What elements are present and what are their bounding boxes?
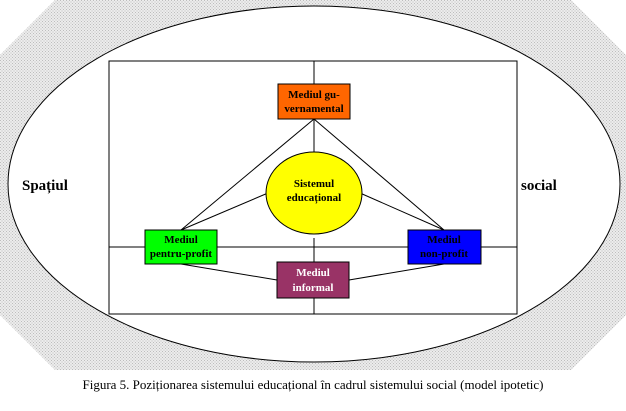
node-guvernamental-line2: vernamental <box>284 103 343 115</box>
figure-caption: Figura 5. Poziționarea sistemului educaț… <box>82 377 544 392</box>
node-informal-line1: Mediul <box>296 267 330 279</box>
node-educational: Sistemul educațional <box>265 151 363 235</box>
node-educational-line1: Sistemul <box>294 178 334 190</box>
label-social: social <box>521 178 557 194</box>
node-non-profit-line1: Mediul <box>427 234 461 246</box>
node-pentru-profit: Mediul pentru-profit <box>144 229 218 265</box>
connector-lines <box>109 61 517 314</box>
line-edu-to-nonprofit <box>359 192 445 231</box>
node-pentru-profit-line2: pentru-profit <box>150 248 212 260</box>
node-guvernamental: Mediul gu- vernamental <box>277 83 351 120</box>
node-educational-line2: educațional <box>287 192 341 204</box>
node-guvernamental-line1: Mediul gu- <box>288 89 340 101</box>
line-profit-to-informal <box>180 263 278 281</box>
line-gov-to-nonprofit <box>313 118 445 231</box>
node-informal-line2: informal <box>293 282 334 294</box>
line-gov-to-profit <box>180 118 315 231</box>
label-spatiul: Spațiul <box>22 178 68 194</box>
diagram-canvas: Mediul gu- vernamental Sistemul educațio… <box>0 0 626 370</box>
node-non-profit-line2: non-profit <box>420 248 468 260</box>
line-edu-to-profit <box>180 192 269 231</box>
node-pentru-profit-line1: Mediul <box>164 234 198 246</box>
node-non-profit: Mediul non-profit <box>407 229 482 265</box>
node-informal: Mediul informal <box>276 261 350 299</box>
line-nonprofit-to-informal <box>348 263 445 281</box>
